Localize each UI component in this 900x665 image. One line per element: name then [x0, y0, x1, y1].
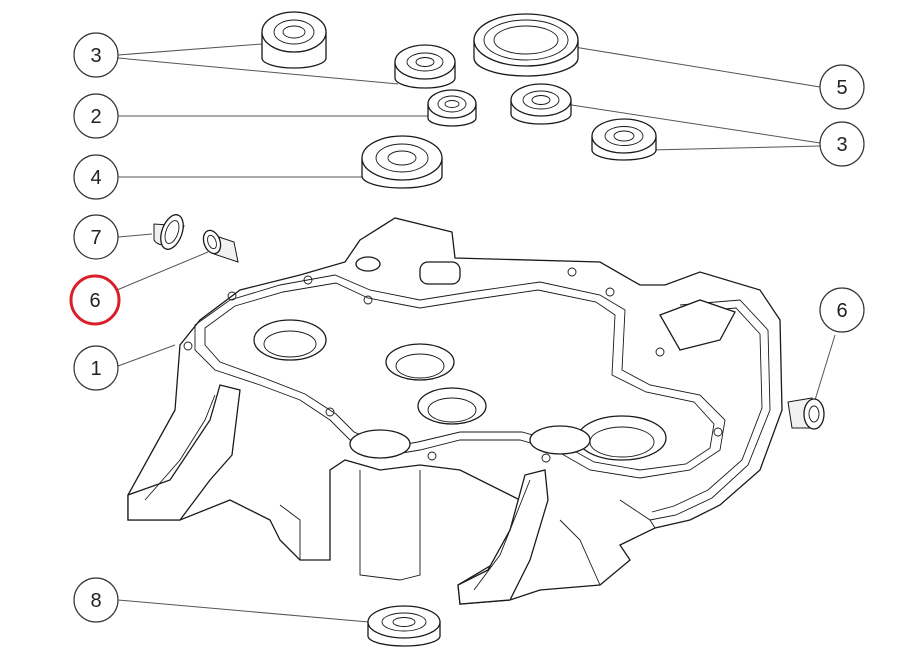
- callout-label: 3: [90, 45, 101, 67]
- callout-label: 1: [90, 358, 101, 380]
- callout-label: 8: [90, 590, 101, 612]
- bearing-part-3-top-left: [261, 11, 327, 69]
- callout-7: 7: [73, 214, 119, 260]
- bushing-part-6-right: [787, 397, 825, 430]
- callout-6-highlighted: 6: [69, 274, 121, 326]
- callout-2: 2: [73, 93, 119, 139]
- bearing-part-4: [361, 135, 443, 189]
- callout-4: 4: [73, 154, 119, 200]
- bearing-part-8: [367, 605, 441, 647]
- callout-label: 4: [90, 167, 101, 189]
- callout-label: 2: [90, 106, 101, 128]
- bearing-part-2: [427, 89, 477, 127]
- bearing-part-3-middle: [394, 44, 456, 89]
- callout-3-right: 3: [819, 121, 865, 167]
- sleeve-part-7: [153, 214, 185, 250]
- bearing-part-3-right-b: [591, 118, 657, 161]
- housing-part-1: [127, 217, 783, 605]
- bearing-part-3-right-a: [510, 83, 572, 125]
- callout-label: 7: [90, 227, 101, 249]
- leader-lines: [116, 43, 836, 624]
- callout-label: 3: [836, 134, 847, 156]
- callout-8: 8: [73, 577, 119, 623]
- bushing-part-6-left: [202, 229, 239, 263]
- callout-1: 1: [73, 345, 119, 391]
- callout-3-top-left: 3: [73, 32, 119, 78]
- callout-label: 5: [836, 77, 847, 99]
- callout-label: 6: [89, 290, 100, 312]
- seal-part-5: [473, 13, 579, 77]
- callout-label: 6: [836, 300, 847, 322]
- callout-6-right: 6: [819, 287, 865, 333]
- callout-5: 5: [819, 64, 865, 110]
- highlight-ring: [69, 274, 121, 326]
